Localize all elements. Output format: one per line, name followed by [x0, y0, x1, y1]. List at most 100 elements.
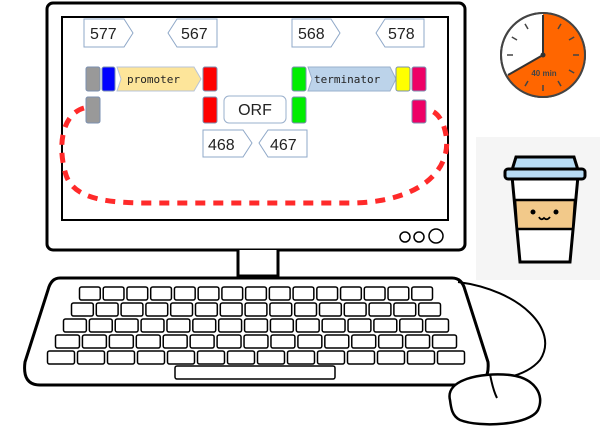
primer-577: 577: [83, 18, 134, 48]
keyboard-key: [406, 350, 436, 365]
keyboard-key: [339, 286, 363, 301]
keyboard-key: [377, 334, 404, 349]
promoter-part: promoter: [116, 66, 202, 92]
keyboard-key: [347, 318, 372, 333]
keyboard-key: [343, 302, 367, 317]
keyboard-key: [404, 334, 431, 349]
keyboard-key: [216, 334, 242, 349]
keyboard-key: [194, 302, 219, 317]
mouse-cable: [457, 281, 547, 379]
timer-tick: [557, 23, 562, 30]
keyboard-key: [399, 318, 424, 333]
timer-tick: [557, 80, 562, 87]
timer-tick: [511, 36, 518, 41]
keyboard-key: [244, 302, 268, 317]
timer-elapsed: [506, 13, 585, 97]
keyboard-key: [169, 302, 194, 317]
keyboard-key: [318, 302, 343, 317]
primer-567: 567: [167, 18, 218, 48]
keyboard-key: [221, 286, 244, 301]
plasmid-diagram: 577 567 568 578 promoter terminator: [59, 18, 450, 206]
connector-red: [202, 66, 218, 92]
primer-label: 568: [298, 26, 325, 43]
dashed-loop: [59, 105, 450, 206]
keyboard-key: [120, 302, 144, 317]
keyboard-key: [324, 334, 350, 349]
connector-yellow: [395, 66, 411, 92]
keyboard-key: [219, 302, 243, 317]
keyboard-key: [297, 334, 323, 349]
keyboard-key: [243, 318, 269, 333]
keyboard-key: [46, 350, 76, 365]
mouse: [448, 373, 542, 426]
keyboard-key: [197, 286, 220, 301]
connector-green: [291, 66, 307, 92]
keyboard-key: [373, 318, 398, 333]
keyboard-spacebar: [174, 365, 336, 380]
keyboard-key: [269, 318, 295, 333]
keyboard-key: [217, 318, 243, 333]
keyboard-key: [95, 302, 119, 317]
keyboard-key: [424, 318, 450, 333]
keyboard-key: [70, 302, 95, 317]
connector-gray: [85, 96, 101, 124]
timer-tick: [524, 80, 529, 87]
monitor-button: [413, 231, 425, 243]
coffee-cup-icon: [476, 137, 600, 280]
keyboard-key: [140, 318, 165, 333]
connector-red: [202, 96, 218, 124]
keyboard-key: [393, 302, 417, 317]
connector-gray: [85, 66, 101, 92]
connector-blue: [101, 66, 116, 92]
keyboard-key: [54, 334, 81, 349]
keyboard-key: [62, 318, 88, 333]
keyboard-key: [431, 334, 458, 349]
keyboard-key: [363, 286, 386, 301]
keyboard-key: [162, 334, 188, 349]
keyboard-key: [226, 350, 256, 365]
keyboard-key: [346, 350, 376, 365]
keyboard-key: [88, 318, 113, 333]
keyboard-key: [243, 334, 269, 349]
connector-pink: [411, 99, 427, 124]
keyboard-key: [256, 350, 286, 365]
keyboard-key: [316, 286, 339, 301]
keyboard-key: [269, 302, 293, 317]
primer-468: 468: [202, 129, 253, 158]
keyboard: [23, 276, 490, 387]
keyboard-key: [114, 318, 139, 333]
keyboard-key: [368, 302, 392, 317]
keyboard-key: [166, 350, 196, 365]
power-button: [428, 228, 444, 244]
keyboard-key: [135, 334, 161, 349]
primer-568: 568: [291, 18, 341, 48]
keyboard-key: [76, 350, 106, 365]
connector-pink: [411, 66, 427, 92]
timer-tick: [568, 36, 575, 41]
primer-578: 578: [375, 18, 425, 48]
terminator-label: terminator: [314, 73, 381, 86]
keyboard-key: [81, 334, 108, 349]
keyboard-key: [316, 350, 346, 365]
keyboard-key: [126, 286, 149, 301]
keyboard-key: [189, 334, 215, 349]
keyboard-key: [149, 286, 173, 301]
timer-tick: [524, 23, 529, 30]
keyboard-key: [270, 334, 296, 349]
keyboard-key: [106, 350, 136, 365]
keyboard-key: [244, 286, 268, 301]
keyboard-key: [292, 286, 315, 301]
terminator-part: terminator: [307, 66, 397, 92]
keyboard-key: [78, 286, 101, 301]
keyboard-key: [293, 302, 318, 317]
timer-icon: 40 min: [500, 12, 586, 98]
primer-label: 577: [90, 26, 117, 43]
monitor-button: [399, 231, 411, 243]
keyboard-key: [166, 318, 191, 333]
primer-467: 467: [258, 129, 308, 158]
connector-green: [291, 96, 307, 124]
keyboard-key: [192, 318, 217, 333]
keyboard-key: [376, 350, 406, 365]
primer-label: 567: [181, 26, 208, 43]
keyboard-key: [417, 302, 442, 317]
